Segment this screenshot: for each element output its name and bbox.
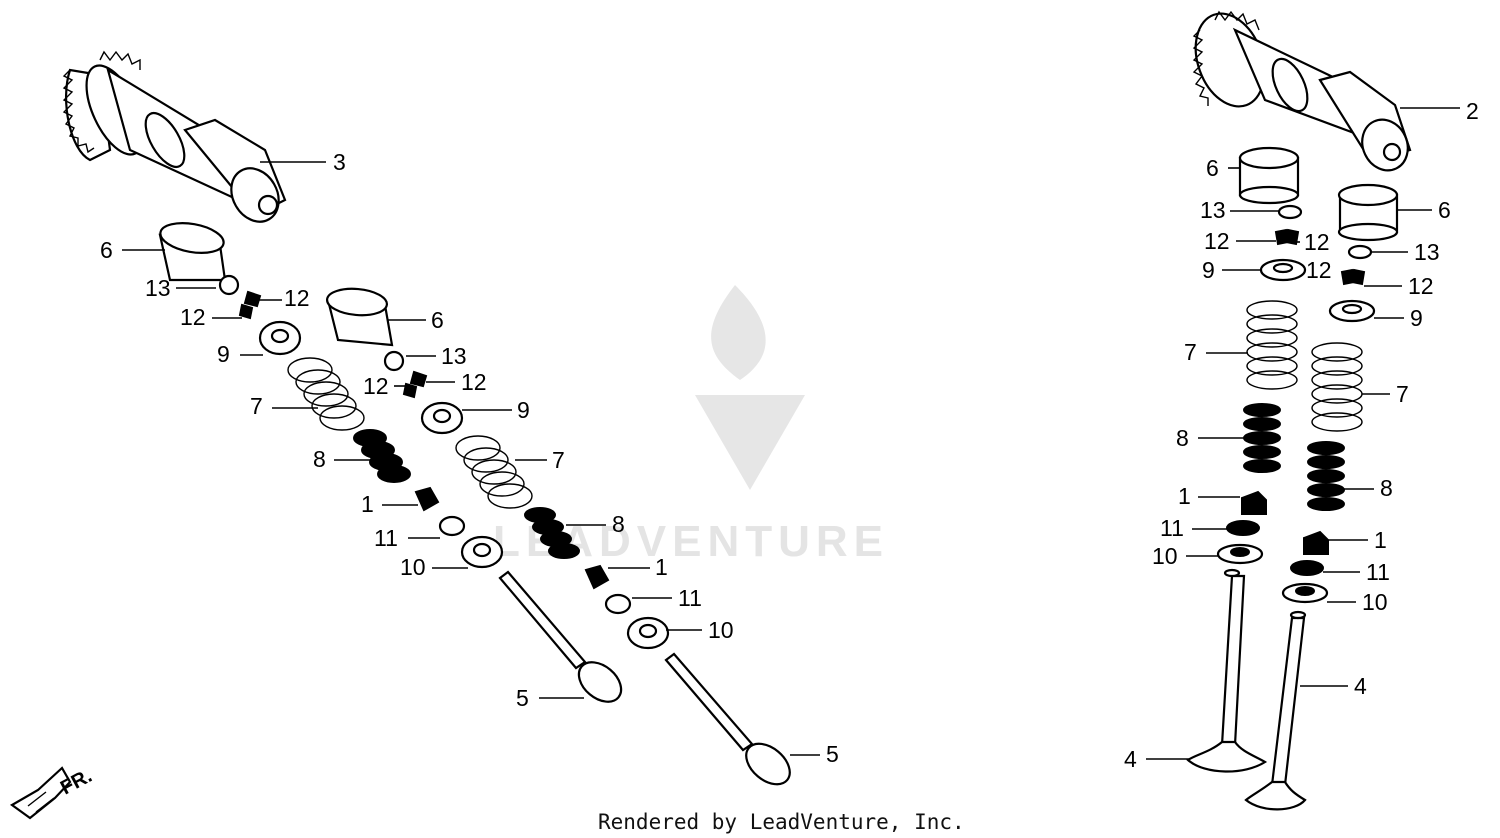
callout-inner-spring-a: 8 — [313, 446, 326, 472]
callout-stem-seal-d: 1 — [1374, 527, 1387, 553]
callout-outer-spring-a: 7 — [250, 393, 263, 419]
callout-cotter-c1: 12 — [1204, 228, 1230, 254]
callout-stem-seal-a: 1 — [361, 491, 374, 517]
valve-b — [664, 652, 791, 786]
callout-retainer-c: 9 — [1202, 257, 1215, 283]
washer-c — [1226, 520, 1260, 536]
callout-outer-spring-c: 7 — [1184, 339, 1197, 365]
stem-seal-c — [1241, 490, 1267, 515]
shim-b — [383, 350, 405, 372]
valve-d — [1244, 610, 1307, 811]
tappet-a — [158, 222, 227, 282]
stem-seal-d — [1303, 530, 1329, 555]
callout-tappet-b: 6 — [431, 307, 444, 333]
callout-washer-b: 11 — [678, 585, 702, 611]
callout-camshaft-right: 2 — [1466, 98, 1479, 124]
cotter-a1 — [243, 290, 262, 308]
callout-outer-spring-d: 7 — [1396, 381, 1409, 407]
callout-cotter-b1: 12 — [363, 373, 389, 399]
callout-shim-d: 13 — [1414, 239, 1440, 265]
callout-stem-seal-c: 1 — [1178, 483, 1191, 509]
inner-spring-a — [353, 429, 411, 483]
camshaft-right — [1192, 10, 1412, 172]
retainer-d — [1328, 299, 1376, 323]
callout-cotter-a2: 12 — [180, 304, 206, 330]
footer-credit: Rendered by LeadVenture, Inc. — [598, 810, 965, 834]
callout-outer-spring-b: 7 — [552, 447, 565, 473]
front-direction-arrow: FR. — [9, 765, 96, 820]
callout-cotter-d2: 12 — [1408, 273, 1434, 299]
callout-inner-spring-b: 8 — [612, 511, 625, 537]
callout-seat-b: 10 — [708, 617, 734, 643]
stem-seal-a — [414, 486, 440, 512]
seat-b — [626, 616, 670, 650]
callout-tappet-c: 6 — [1206, 155, 1219, 181]
cotter-a2 — [238, 303, 254, 320]
valve-c — [1186, 568, 1268, 773]
callout-stem-seal-b: 1 — [655, 554, 668, 580]
callout-washer-c: 11 — [1160, 515, 1184, 541]
washer-a — [438, 515, 466, 537]
tappet-c — [1238, 146, 1300, 205]
cotter-d2 — [1350, 268, 1366, 286]
callout-valve-b: 5 — [826, 741, 839, 767]
seat-a — [460, 535, 504, 569]
callout-tappet-d: 6 — [1438, 197, 1451, 223]
callout-tappet-a: 6 — [100, 237, 113, 263]
seat-c — [1216, 543, 1264, 565]
callout-inner-spring-c: 8 — [1176, 425, 1189, 451]
callout-cotter-d1: 12 — [1306, 257, 1332, 283]
tappet-d — [1337, 183, 1399, 242]
retainer-c — [1259, 258, 1307, 282]
outer-spring-d — [1311, 342, 1363, 432]
callout-valve-a: 5 — [516, 685, 529, 711]
camshaft-left — [62, 50, 287, 223]
stem-seal-b — [584, 564, 610, 590]
callout-washer-a: 11 — [374, 525, 398, 551]
shim-a — [218, 274, 240, 296]
callout-seat-a: 10 — [400, 554, 426, 580]
shim-d — [1347, 244, 1373, 260]
callout-shim-b: 13 — [441, 343, 467, 369]
inner-spring-d — [1307, 441, 1345, 511]
seat-d — [1281, 582, 1329, 604]
outer-spring-a — [287, 357, 365, 431]
callout-seat-d: 10 — [1362, 589, 1388, 615]
callout-cotter-c2: 12 — [1304, 229, 1330, 255]
tappet-b — [325, 287, 394, 347]
shim-c — [1277, 204, 1303, 220]
callout-retainer-a: 9 — [217, 341, 230, 367]
callout-seat-c: 10 — [1152, 543, 1178, 569]
callout-valve-d: 4 — [1354, 673, 1367, 699]
cotter-b2 — [402, 382, 418, 399]
cotter-b1 — [409, 370, 428, 388]
callout-cotter-a1: 12 — [284, 285, 310, 311]
washer-b — [604, 593, 632, 615]
callout-inner-spring-d: 8 — [1380, 475, 1393, 501]
inner-spring-b — [524, 507, 580, 559]
outer-spring-b — [455, 435, 533, 509]
inner-spring-c — [1243, 403, 1281, 473]
valve-a — [498, 570, 623, 703]
retainer-b — [420, 401, 464, 435]
callout-valve-c: 4 — [1124, 746, 1137, 772]
callout-shim-a: 13 — [145, 275, 171, 301]
outer-spring-c — [1246, 300, 1298, 390]
callout-camshaft-left: 3 — [333, 149, 346, 175]
washer-d — [1290, 560, 1324, 576]
retainer-a — [258, 320, 302, 356]
callout-shim-c: 13 — [1200, 197, 1226, 223]
callout-cotter-b2: 12 — [461, 369, 487, 395]
callout-washer-d: 11 — [1366, 559, 1390, 585]
cotter-c2 — [1284, 228, 1300, 246]
callout-retainer-d: 9 — [1410, 305, 1423, 331]
callout-retainer-b: 9 — [517, 397, 530, 423]
